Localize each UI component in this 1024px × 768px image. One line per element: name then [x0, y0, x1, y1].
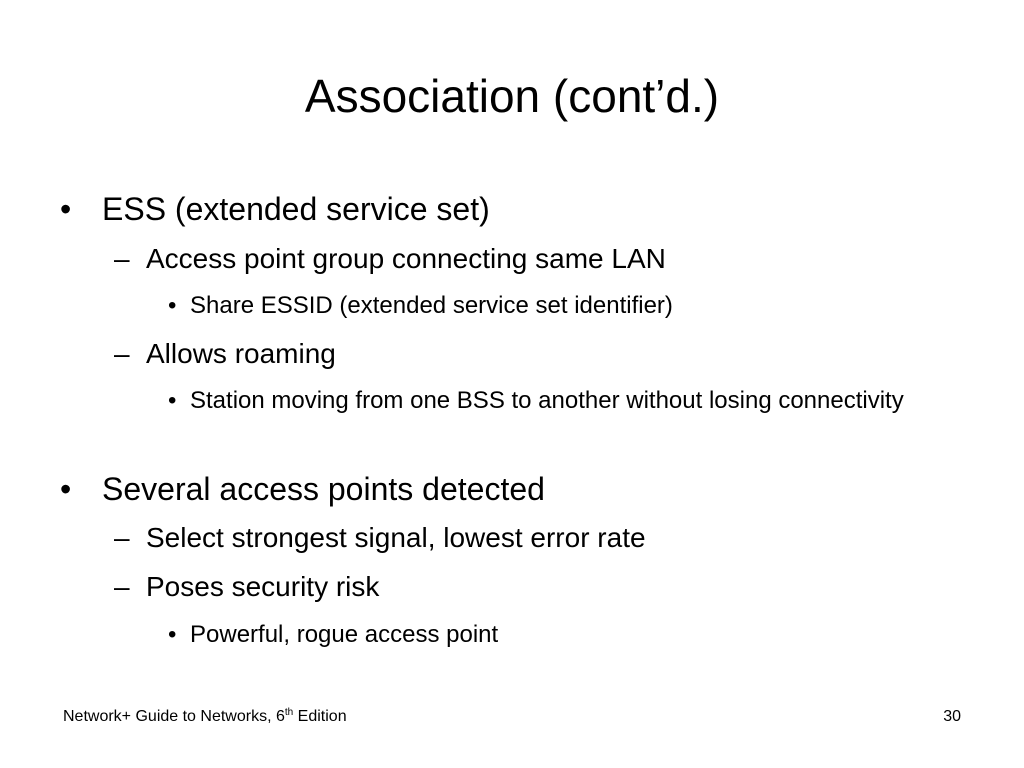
dash-marker: –	[114, 571, 130, 602]
dash-marker: –	[114, 243, 130, 274]
bullet-text: Poses security risk	[146, 571, 380, 602]
bullet-marker: •	[60, 191, 72, 227]
slide-title: Association (cont’d.)	[304, 70, 720, 122]
bullet-marker: •	[168, 621, 177, 648]
bullet-text: Powerful, rogue access point	[190, 621, 499, 648]
bullet-marker: •	[168, 387, 177, 414]
bullet-text: Access point group connecting same LAN	[146, 243, 666, 274]
bullet-text: Allows roaming	[146, 338, 336, 369]
bullet-text: Select strongest signal, lowest error ra…	[146, 522, 646, 553]
footer-book-title: Network+ Guide to Networks, 6th Edition	[63, 706, 347, 728]
bullet-level2: – Select strongest signal, lowest error …	[114, 521, 646, 555]
bullet-level3: • Share ESSID (extended service set iden…	[168, 287, 673, 324]
dash-marker: –	[114, 338, 130, 369]
page-number: 30	[943, 708, 961, 725]
footer-book-suffix: Edition	[293, 708, 347, 725]
bullet-marker: •	[168, 292, 177, 319]
bullet-marker: •	[60, 471, 72, 507]
bullet-text: Share ESSID (extended service set identi…	[190, 292, 673, 319]
dash-marker: –	[114, 522, 130, 553]
bullet-level1: • Several access points detected	[60, 470, 545, 508]
bullet-level2: – Poses security risk	[114, 570, 380, 604]
footer-book-superscript: th	[284, 707, 294, 718]
bullet-level3: • Station moving from one BSS to another…	[168, 382, 970, 419]
footer-book-prefix: Network+ Guide to Networks, 6	[63, 708, 285, 725]
bullet-level3: • Powerful, rogue access point	[168, 616, 499, 653]
bullet-text: Station moving from one BSS to another w…	[190, 387, 904, 414]
bullet-level2: – Allows roaming	[114, 337, 336, 371]
bullet-level2: – Access point group connecting same LAN	[114, 242, 666, 276]
slide-body: • ESS (extended service set) – Access po…	[60, 190, 970, 653]
bullet-text: Several access points detected	[102, 471, 545, 507]
bullet-text: ESS (extended service set)	[102, 191, 490, 227]
bullet-level1: • ESS (extended service set)	[60, 190, 490, 228]
